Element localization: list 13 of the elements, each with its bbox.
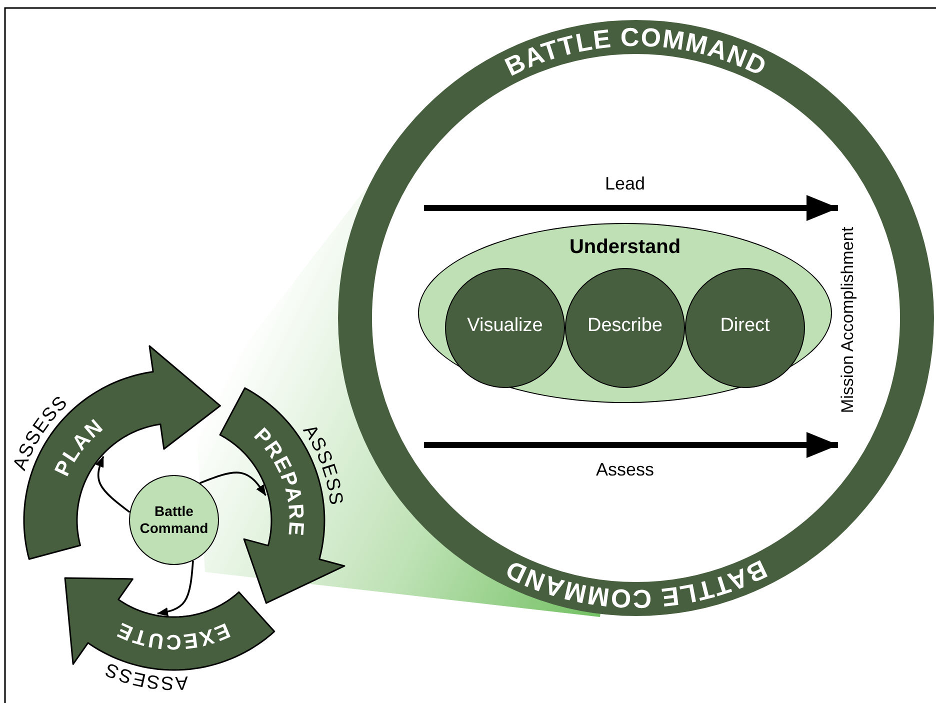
phase-label: EXECUTE bbox=[112, 617, 234, 654]
curved-arrow bbox=[95, 456, 130, 513]
outcome-label: Mission Accomplishment bbox=[838, 195, 858, 445]
curved-arrow bbox=[199, 472, 267, 496]
assess-label: ASSESS bbox=[101, 658, 188, 694]
circle-label: Battle Command bbox=[138, 503, 210, 537]
curved-arrow bbox=[157, 560, 194, 616]
circle-label: Direct bbox=[720, 315, 770, 337]
arrow bbox=[424, 195, 838, 221]
circle-label: Describe bbox=[588, 315, 662, 337]
circle-label: Visualize bbox=[467, 315, 543, 337]
arrow bbox=[424, 432, 838, 458]
ellipse-heading: Understand bbox=[569, 236, 681, 259]
